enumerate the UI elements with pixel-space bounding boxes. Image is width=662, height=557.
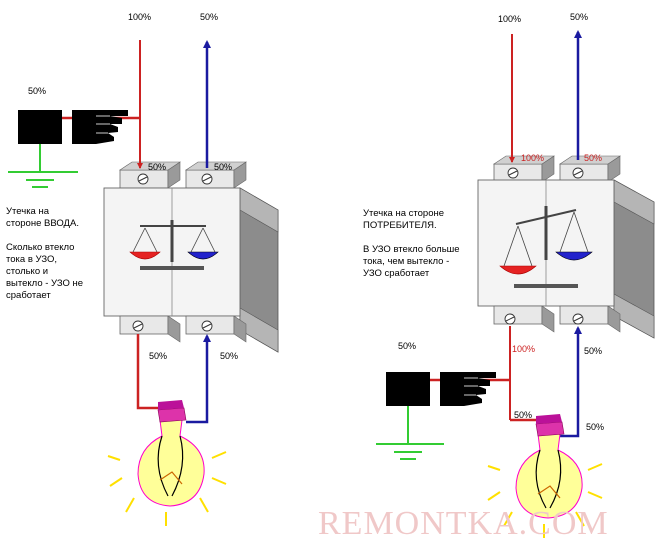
hand-icon — [440, 372, 496, 406]
right-leak-block — [386, 372, 430, 406]
label-left-terminal-top-left: 50% — [148, 162, 166, 172]
screw-icon — [201, 320, 213, 332]
screw-icon — [201, 173, 213, 185]
label-left-input-red: 100% — [128, 12, 151, 22]
label-right-input-red: 100% — [498, 14, 521, 24]
right-scene: 100% 50% 100% 50% 100% 50% 50% 50% 50% — [376, 12, 655, 538]
screw-icon — [504, 313, 516, 325]
watermark: REMONTKA.COM — [318, 505, 609, 542]
screw-icon — [137, 173, 149, 185]
screw-icon — [572, 167, 584, 179]
left-explanation-note: Утечка на стороне ВВОДА. Сколько втекло … — [6, 206, 84, 301]
unbalanced-scales-icon — [499, 206, 593, 288]
right-explanation-note: Утечка на стороне ПОТРЕБИТЕЛЯ. В УЗО вте… — [363, 208, 460, 279]
hand-icon — [72, 110, 128, 144]
balance-scales-icon — [129, 220, 219, 270]
label-left-ground: 50% — [28, 86, 46, 96]
ground-symbol — [8, 144, 78, 188]
label-left-input-blue: 50% — [200, 12, 218, 22]
right-neutral-output-wire — [560, 326, 582, 438]
label-left-terminal-bottom-right: 50% — [220, 351, 238, 361]
label-right-terminal-top-left: 100% — [521, 153, 544, 163]
label-right-terminal-bottom-right: 50% — [584, 346, 602, 356]
screw-icon — [572, 313, 584, 325]
left-rcd-device — [103, 161, 279, 353]
label-right-input-blue: 50% — [570, 12, 588, 22]
screw-icon — [507, 167, 519, 179]
right-rcd-device — [477, 155, 655, 339]
light-bulb-icon — [107, 400, 227, 526]
label-right-ground: 50% — [398, 341, 416, 351]
light-bulb-icon — [487, 414, 603, 538]
label-left-terminal-bottom-left: 50% — [149, 351, 167, 361]
label-right-lamp-in: 50% — [514, 410, 532, 420]
ground-symbol — [376, 406, 444, 460]
left-neutral-output-wire — [186, 334, 211, 424]
left-leak-block — [18, 110, 62, 144]
screw-icon — [132, 320, 144, 332]
left-scene: 100% 50% 50% 50% 50% 50% 50% — [8, 12, 279, 526]
label-right-terminal-bottom-left: 100% — [512, 344, 535, 354]
label-right-terminal-top-right: 50% — [584, 153, 602, 163]
label-right-lamp-out: 50% — [586, 422, 604, 432]
label-left-terminal-top-right: 50% — [214, 162, 232, 172]
left-phase-output-wire — [136, 334, 172, 412]
